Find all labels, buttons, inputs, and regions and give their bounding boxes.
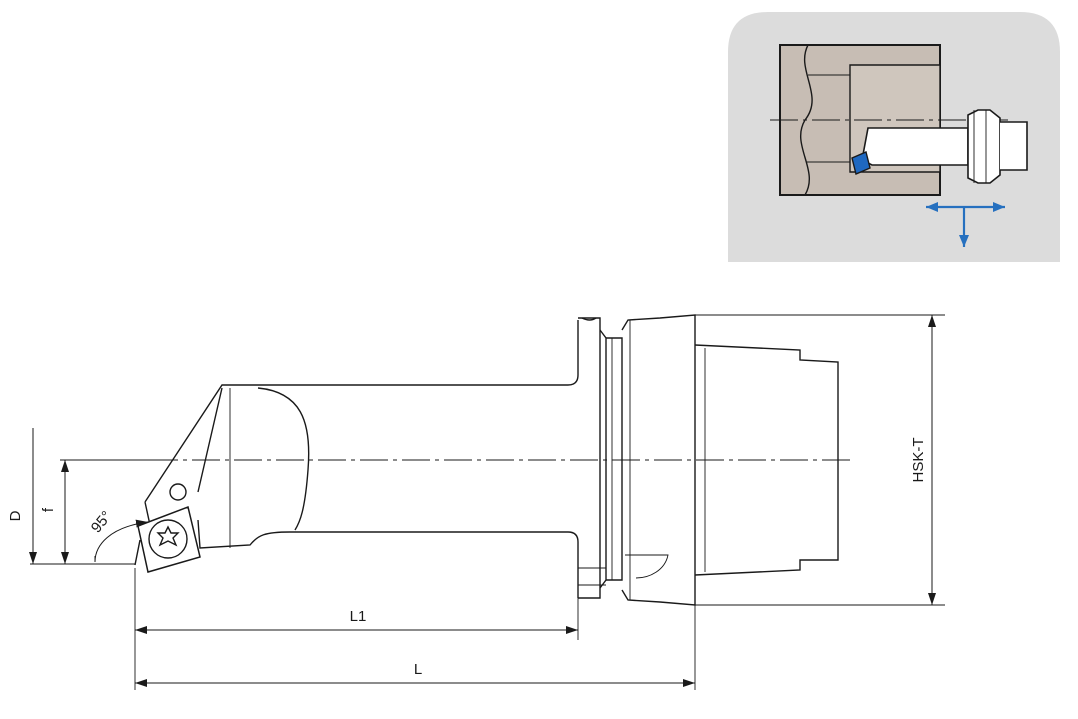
dim-angle-label: 95° bbox=[88, 508, 116, 536]
application-inset bbox=[728, 12, 1060, 262]
hsk-shank bbox=[694, 344, 839, 576]
bar-body bbox=[144, 320, 579, 598]
dim-D-label: D bbox=[7, 510, 24, 521]
dim-HSK-label: HSK-T bbox=[910, 438, 927, 483]
dim-L1-label: L1 bbox=[350, 608, 367, 625]
inset-insert bbox=[851, 151, 871, 175]
boring-bar-holder bbox=[134, 314, 855, 606]
dim-L-label: L bbox=[414, 661, 422, 678]
torx-screw-icon bbox=[148, 519, 188, 559]
dim-f-label: f bbox=[40, 507, 57, 512]
cutting-insert bbox=[137, 483, 201, 573]
feed-direction-arrows-icon bbox=[926, 202, 1005, 247]
dimensions: L1 L D f 95° HSK-T bbox=[7, 314, 945, 690]
flange bbox=[578, 314, 696, 606]
inset-boring-bar bbox=[861, 109, 1028, 184]
